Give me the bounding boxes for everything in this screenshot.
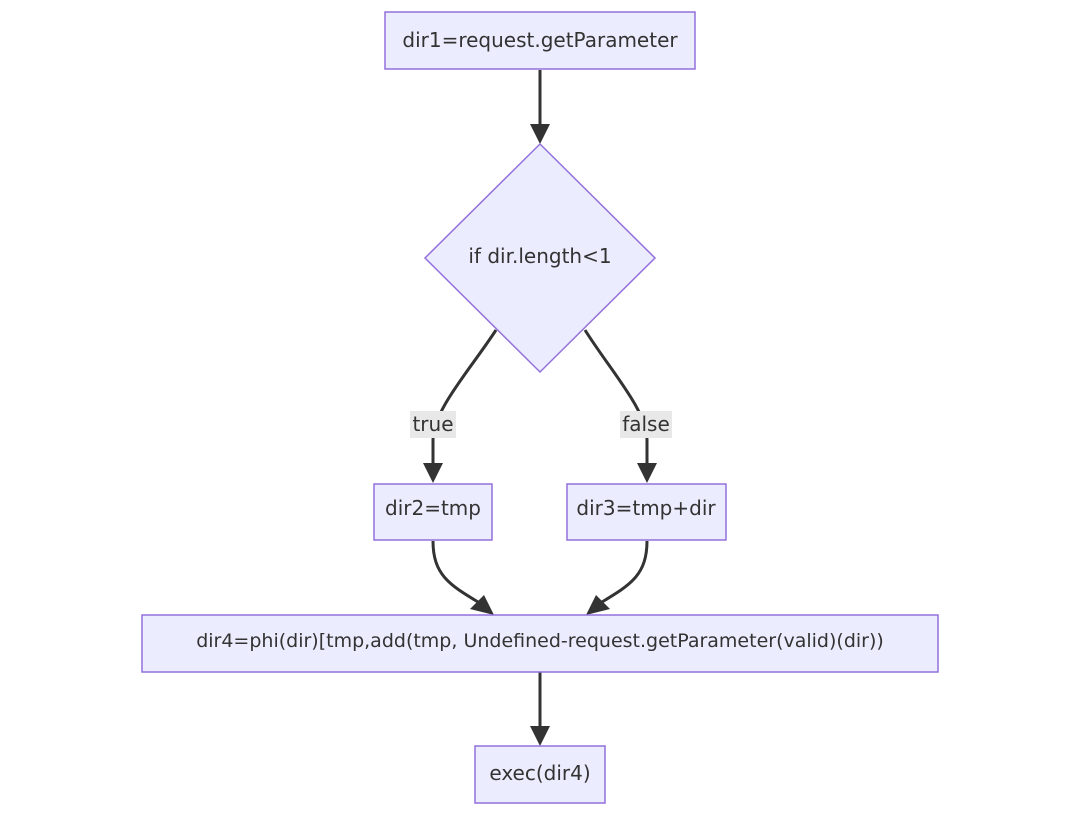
- node-dir1: dir1=request.getParameter: [384, 11, 696, 70]
- node-dir1-label: dir1=request.getParameter: [402, 28, 678, 52]
- arrowhead-exec: [530, 726, 550, 746]
- edge-label-true: true: [410, 411, 456, 438]
- node-decision: if dir.length<1: [423, 142, 657, 374]
- node-dir3-label: dir3=tmp+dir: [576, 496, 716, 520]
- node-exec-label: exec(dir4): [489, 761, 590, 785]
- arrowhead-dir4-right: [586, 595, 610, 615]
- edge-label-true-text: true: [412, 412, 453, 436]
- edges: [423, 70, 657, 746]
- arrowhead-decision: [530, 124, 550, 144]
- edge-decision-to-dir2: [431, 329, 498, 465]
- node-dir2: dir2=tmp: [373, 483, 493, 541]
- edge-label-false-text: false: [622, 412, 670, 436]
- node-decision-label: if dir.length<1: [468, 244, 611, 268]
- arrowhead-dir3: [637, 463, 657, 483]
- node-dir4-label: dir4=phi(dir)[tmp,add(tmp, Undefined-req…: [196, 630, 884, 652]
- edge-decision-to-dir3: [583, 329, 649, 465]
- node-dir4: dir4=phi(dir)[tmp,add(tmp, Undefined-req…: [141, 614, 939, 673]
- edge-label-false: false: [620, 411, 672, 438]
- node-exec: exec(dir4): [474, 745, 606, 804]
- node-dir3: dir3=tmp+dir: [566, 483, 727, 541]
- edge-dir3-to-dir4: [601, 540, 649, 604]
- edge-dir2-to-dir4: [431, 540, 479, 604]
- arrowhead-dir4-left: [470, 595, 494, 615]
- arrowhead-dir2: [423, 463, 443, 483]
- node-dir2-label: dir2=tmp: [385, 496, 481, 520]
